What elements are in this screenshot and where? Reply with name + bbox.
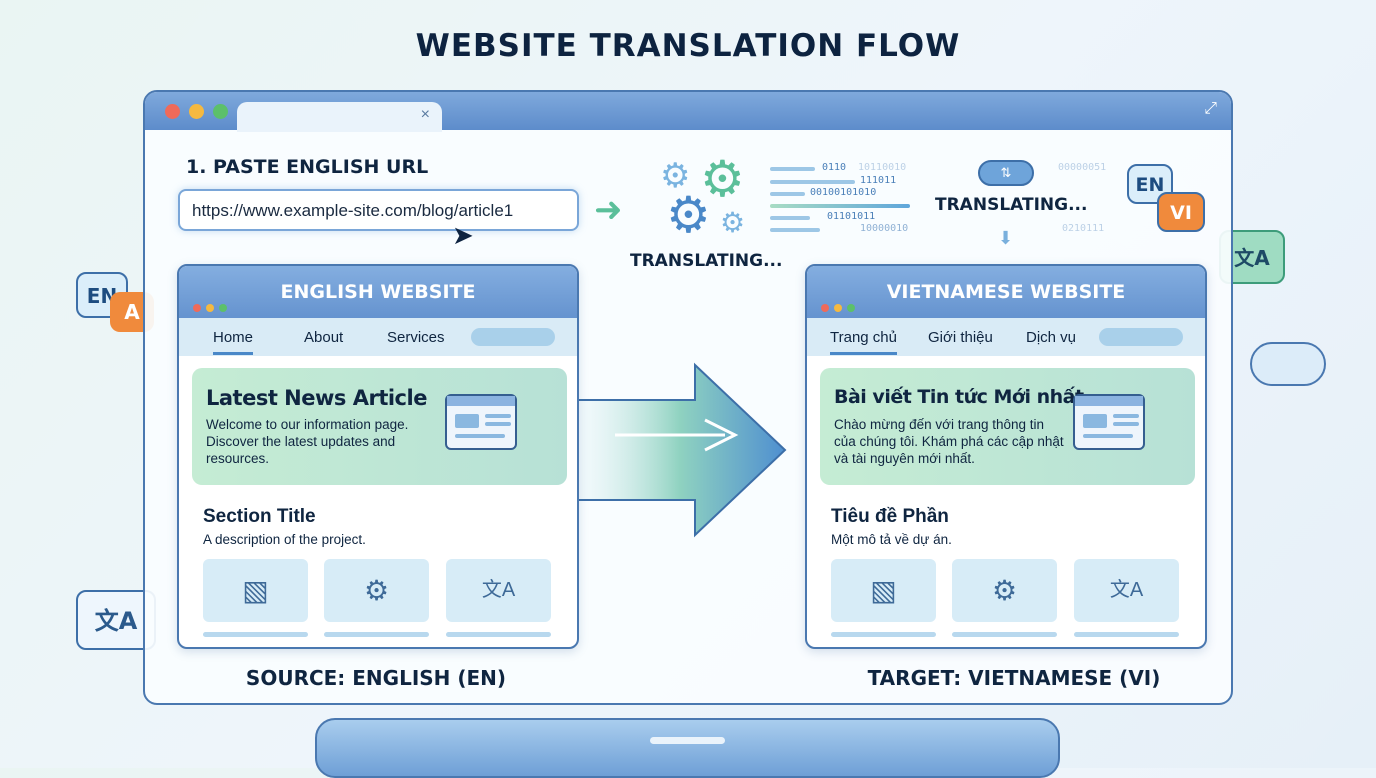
site-nav: Home About Services: [179, 318, 577, 356]
hero-title: Latest News Article: [206, 386, 427, 410]
nav-about[interactable]: Giới thiệu: [928, 329, 993, 346]
source-caption: SOURCE: ENGLISH (EN): [245, 666, 507, 690]
translating-label: TRANSLATING...: [935, 195, 1088, 215]
vietnamese-website-panel: VIETNAMESE WEBSITE Trang chủ Giới thiệu …: [805, 264, 1207, 649]
browser-tab[interactable]: ×: [237, 102, 442, 132]
binary-text: 10000010: [860, 223, 909, 234]
tab-close-icon[interactable]: ×: [420, 106, 430, 123]
close-dot-icon[interactable]: [165, 104, 180, 119]
minimize-dot-icon[interactable]: [189, 104, 204, 119]
window-dots: [193, 299, 232, 317]
cursor-icon: ➤: [452, 220, 474, 250]
hero-card: Latest News Article Welcome to our infor…: [192, 368, 567, 485]
card-bar: [952, 632, 1057, 637]
data-line: [770, 180, 855, 184]
data-line: [770, 204, 910, 208]
translating-label: TRANSLATING...: [630, 251, 783, 271]
webpage-icon: [445, 394, 517, 450]
cloud-icon: [1250, 342, 1326, 386]
data-line: [770, 228, 820, 232]
section-desc: A description of the project.: [203, 532, 366, 547]
data-line: [770, 192, 805, 196]
nav-home[interactable]: Trang chủ: [830, 329, 897, 355]
bottom-bar: [315, 718, 1060, 778]
user-settings-card-icon: ⚙: [324, 559, 429, 622]
panel-header: VIETNAMESE WEBSITE: [807, 266, 1205, 318]
big-arrow-icon: [575, 362, 787, 538]
nav-about[interactable]: About: [304, 329, 344, 346]
arrow-right-icon: ➜: [594, 191, 623, 229]
english-website-panel: ENGLISH WEBSITE Home About Services Late…: [177, 264, 579, 649]
card-bar: [324, 632, 429, 637]
translate-card-icon: 文A: [1074, 559, 1179, 622]
section-title: Section Title: [203, 506, 316, 527]
hero-card: Bài viết Tin tức Mới nhất Chào mừng đến …: [820, 368, 1195, 485]
user-settings-card-icon: ⚙: [952, 559, 1057, 622]
bottom-handle: [650, 737, 725, 744]
binary-text: 00100101010: [810, 187, 877, 198]
binary-text: 111011: [860, 175, 897, 186]
card-bar: [203, 632, 308, 637]
url-input[interactable]: https://www.example-site.com/blog/articl…: [178, 189, 579, 231]
binary-text: 00000051: [1058, 162, 1107, 173]
nav-search-pill[interactable]: [1099, 328, 1183, 346]
target-caption: TARGET: VIETNAMESE (VI): [867, 666, 1161, 690]
data-line: [770, 216, 810, 220]
translate-card-icon: 文A: [446, 559, 551, 622]
translate-bubble-icon: 文A: [76, 590, 156, 650]
expand-icon[interactable]: ⤢: [1204, 100, 1217, 117]
section-desc: Một mô tả về dự án.: [831, 532, 952, 547]
card-bar: [1074, 632, 1179, 637]
webpage-icon: [1073, 394, 1145, 450]
vi-bubble-icon: VI: [1157, 192, 1205, 232]
nav-services[interactable]: Dịch vụ: [1026, 329, 1077, 346]
binary-text: 0210111: [1062, 223, 1105, 234]
panel-header: ENGLISH WEBSITE: [179, 266, 577, 318]
nav-home[interactable]: Home: [213, 329, 254, 355]
image-card-icon: ▧: [831, 559, 936, 622]
binary-text: 10110010: [858, 162, 907, 173]
hero-desc: Chào mừng đến với trang thông tin của ch…: [834, 417, 1064, 466]
hero-desc: Welcome to our information page. Discove…: [206, 417, 409, 466]
image-card-icon: ▧: [203, 559, 308, 622]
site-nav: Trang chủ Giới thiệu Dịch vụ: [807, 318, 1205, 356]
arrow-down-icon: ⬇: [998, 228, 1014, 248]
page-title: WEBSITE TRANSLATION FLOW: [415, 28, 961, 64]
card-bar: [831, 632, 936, 637]
window-dots: [821, 299, 860, 317]
step-label: 1. PASTE ENGLISH URL: [186, 156, 429, 178]
section-title: Tiêu đề Phần: [831, 506, 949, 527]
binary-text: 0110: [822, 162, 847, 173]
maximize-dot-icon[interactable]: [213, 104, 228, 119]
data-line: [770, 167, 815, 171]
cloud-sync-icon: ⇅: [978, 160, 1034, 186]
nav-search-pill[interactable]: [471, 328, 555, 346]
hero-title: Bài viết Tin tức Mới nhất: [834, 386, 1084, 408]
binary-text: 01101011: [827, 211, 876, 222]
card-bar: [446, 632, 551, 637]
gears-icon: ⚙ ⚙ ⚙ ⚙: [660, 151, 746, 243]
nav-services[interactable]: Services: [387, 329, 445, 346]
browser-titlebar: × ⤢: [145, 92, 1231, 132]
